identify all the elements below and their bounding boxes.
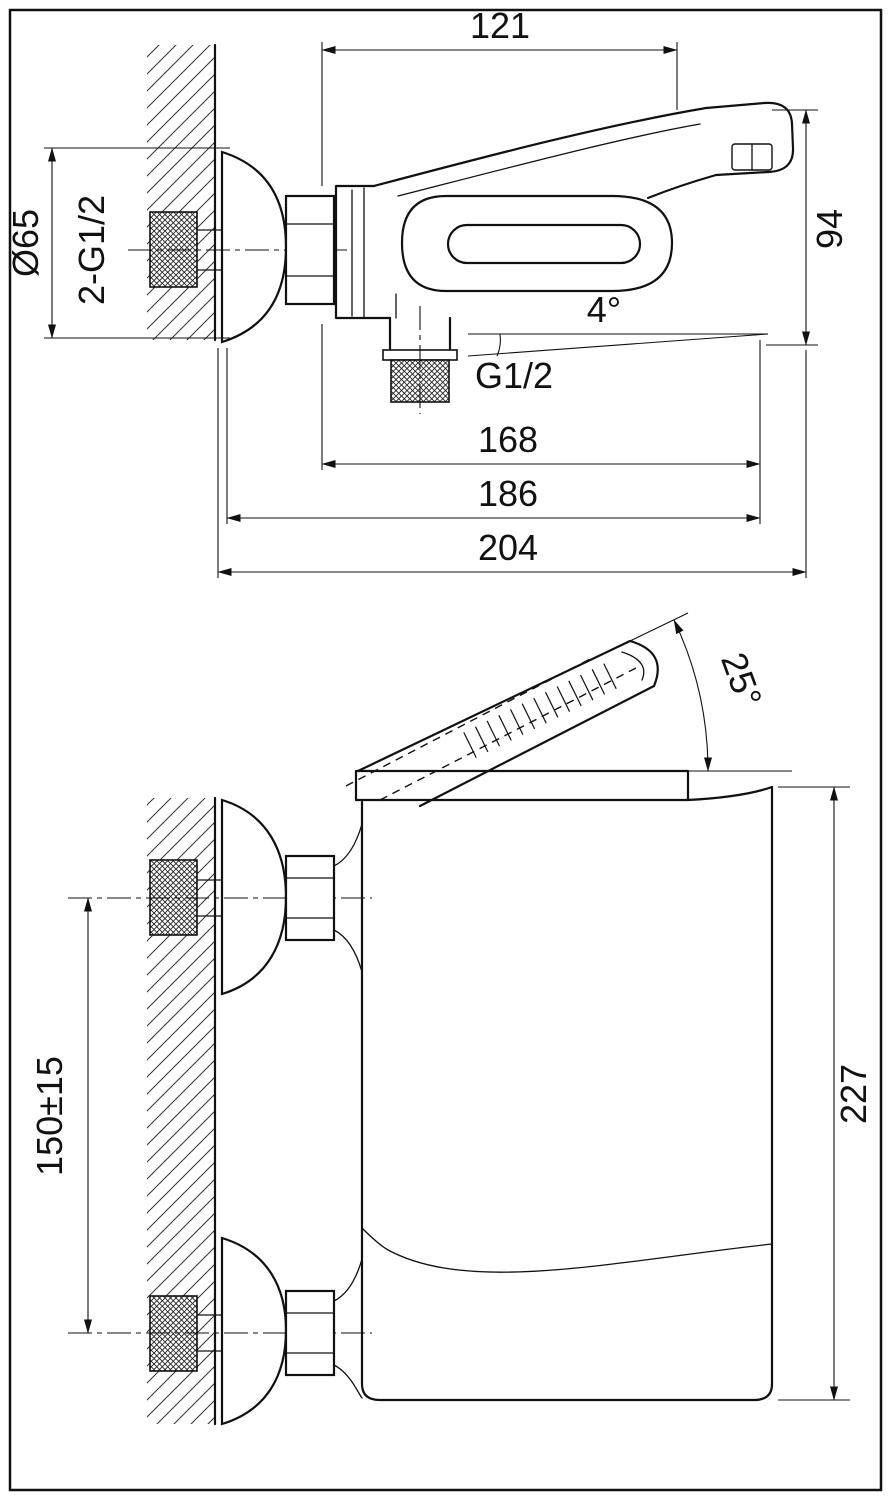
top-view: 4° 121 Ø65 2-G1/2 94 G1/2 168 [5, 5, 850, 578]
nut-facets-lower [285, 1312, 335, 1354]
dim-diameter-65: Ø65 [5, 147, 230, 339]
inlet-connector-top [128, 211, 348, 288]
mounting-nut-lower [284, 1258, 363, 1399]
lever-underside [646, 173, 718, 200]
lever-end-cap [704, 101, 795, 177]
dim-227-label: 227 [833, 1064, 874, 1124]
lever-loop-inner [446, 223, 642, 265]
lever-loop-outer [400, 194, 674, 293]
outlet-sides [388, 316, 452, 352]
dim-65-label: Ø65 [5, 209, 46, 277]
inlet-pipe [196, 229, 223, 271]
dim-94-label: 94 [809, 209, 850, 249]
inlet-connector-lower [68, 1295, 372, 1372]
dim-94: 94 [766, 109, 850, 346]
nut-body [284, 194, 336, 306]
spout-lever-top [372, 101, 795, 293]
angle-25-arc [673, 619, 713, 772]
dim-65-extension-lines [44, 147, 230, 339]
body-outline-side [360, 785, 774, 1402]
dim-204-label: 204 [478, 527, 538, 568]
dim-186-label: 186 [478, 473, 538, 514]
inlet-threads-label: 2-G1/2 [71, 195, 112, 305]
inlet-pipe-lower [196, 1314, 223, 1352]
body-rings [351, 187, 397, 319]
angle-dim-4: 4° [467, 289, 769, 357]
handle-side [345, 639, 659, 808]
angle-slope-line [467, 333, 769, 357]
mounting-nut-upper [284, 823, 363, 973]
dim-150: 150±15 [29, 897, 93, 1334]
dim-121-label: 121 [470, 5, 530, 46]
dim-150-label: 150±15 [29, 1056, 70, 1176]
nut-connector-lower [333, 1258, 363, 1399]
dim-121: 121 [321, 5, 678, 186]
mounting-nut-top [284, 194, 336, 306]
dim-168-label: 168 [478, 419, 538, 460]
dim-168-extension-lines [321, 324, 761, 524]
label-outlet-thread: G1/2 [475, 355, 553, 396]
label-inlet-threads: 2-G1/2 [71, 195, 112, 305]
dim-204-extension-lines [217, 348, 807, 578]
nut-facets-upper [285, 877, 335, 919]
nut-facets [285, 223, 335, 277]
wall-hatch-area [147, 45, 215, 340]
faucet-body-top [334, 184, 397, 320]
handle-bottom-edge [418, 684, 656, 808]
handle-knurling [463, 663, 617, 758]
spout-barrel-line [397, 123, 701, 197]
angle-25-slant-extension [629, 612, 689, 642]
inlet-pipe-upper [196, 879, 223, 917]
body-top-right-curve [686, 785, 774, 802]
outlet-thread-label: G1/2 [475, 355, 553, 396]
angle-4-label: 4° [587, 289, 621, 330]
dim-227: 227 [778, 786, 874, 1401]
border-frame [8, 8, 883, 1492]
side-view: 25° 150±15 227 [29, 612, 874, 1426]
angle-arc [496, 333, 501, 357]
lever-top-edge [372, 106, 708, 188]
nut-body-lower [284, 1289, 336, 1377]
nut-body-upper [284, 854, 336, 942]
faucet-body-side [354, 769, 774, 1402]
outlet-top [382, 306, 458, 414]
dim-168: 168 [321, 324, 761, 524]
body-outline [334, 184, 392, 320]
dim-186: 186 [226, 348, 761, 524]
handle-top-edge [356, 639, 632, 773]
handle-tip-cap [628, 639, 659, 688]
nut-connector-upper [333, 823, 363, 973]
dim-204: 204 [217, 348, 807, 578]
wall-section-top [147, 43, 217, 342]
body-sweep-curve [361, 1227, 773, 1273]
handle-base-plate [354, 769, 690, 802]
inlet-connector-upper [68, 859, 372, 936]
handle-tip-inner [621, 651, 645, 681]
